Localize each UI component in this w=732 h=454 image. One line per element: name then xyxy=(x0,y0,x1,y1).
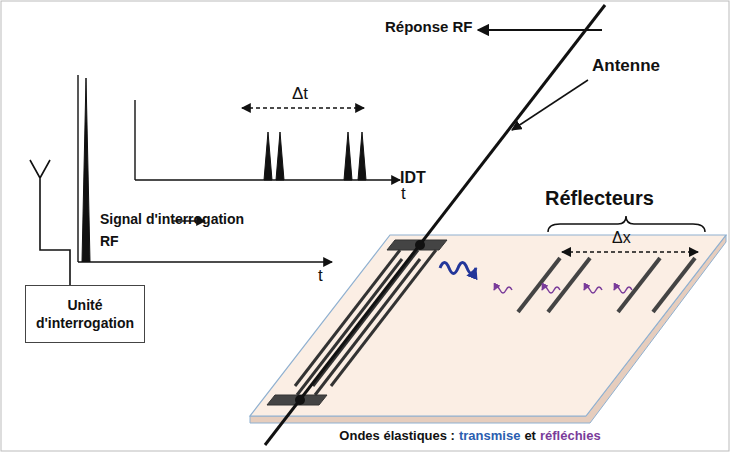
text-label: Δt xyxy=(292,84,308,104)
text-label: Antenne xyxy=(592,56,660,76)
interrogation-plot xyxy=(82,78,90,262)
idt-electrode xyxy=(267,240,447,405)
antenna-line xyxy=(295,395,305,405)
caption-line: Ondes élastiques : transmise et réfléchies xyxy=(339,428,600,443)
substrate xyxy=(250,235,726,423)
caption-word: Ondes élastiques : xyxy=(339,428,455,443)
response-plot xyxy=(135,30,602,180)
antenna-symbol xyxy=(30,160,70,285)
text-label: IDT xyxy=(400,168,426,187)
idt-electrode xyxy=(387,240,447,250)
reflected-waves xyxy=(584,287,602,293)
reflectors xyxy=(518,258,695,312)
idt-electrode xyxy=(267,395,327,405)
reflector-bracket xyxy=(562,251,698,253)
text-label: Signal d'interrogation RF xyxy=(100,208,250,252)
box-label: Unité d'interrogation xyxy=(32,296,138,332)
interrogation-plot xyxy=(78,75,332,262)
caption-word: transmise xyxy=(459,428,520,443)
idt-electrode xyxy=(315,259,420,395)
response-plot xyxy=(264,132,366,180)
response-plot xyxy=(134,100,135,180)
interrogation-plot xyxy=(78,261,332,262)
response-plot xyxy=(242,107,364,108)
reflector-bracket xyxy=(548,216,705,252)
interrogation-plot xyxy=(77,75,78,262)
caption-word: et xyxy=(524,428,536,443)
transmitted-wave xyxy=(440,263,476,274)
reflected-waves xyxy=(494,287,632,293)
reflected-waves xyxy=(494,287,512,293)
substrate xyxy=(250,235,726,423)
idt-electrode xyxy=(331,250,436,386)
idt-electrode xyxy=(297,259,402,395)
antenna-line xyxy=(415,240,425,250)
text-label: Δx xyxy=(612,228,631,247)
process-box: Unité d'interrogation xyxy=(25,285,145,343)
reflected-waves xyxy=(542,287,560,293)
antenna-line xyxy=(265,5,605,445)
caption-word: réfléchies xyxy=(540,428,601,443)
text-label: Réflecteurs xyxy=(545,186,654,210)
text-label: Réponse RF xyxy=(385,18,473,36)
transmitted-wave xyxy=(440,263,476,274)
text-label: t xyxy=(401,184,406,204)
antenna-symbol xyxy=(30,160,70,285)
reflected-waves xyxy=(614,287,632,293)
antenna-line xyxy=(265,5,605,445)
text-label: t xyxy=(318,266,323,286)
idt-electrode xyxy=(313,250,418,386)
reflectors xyxy=(653,258,695,312)
reflectors xyxy=(548,258,590,312)
antenna-line xyxy=(512,80,588,130)
substrate xyxy=(250,235,726,416)
reflectors xyxy=(618,258,660,312)
